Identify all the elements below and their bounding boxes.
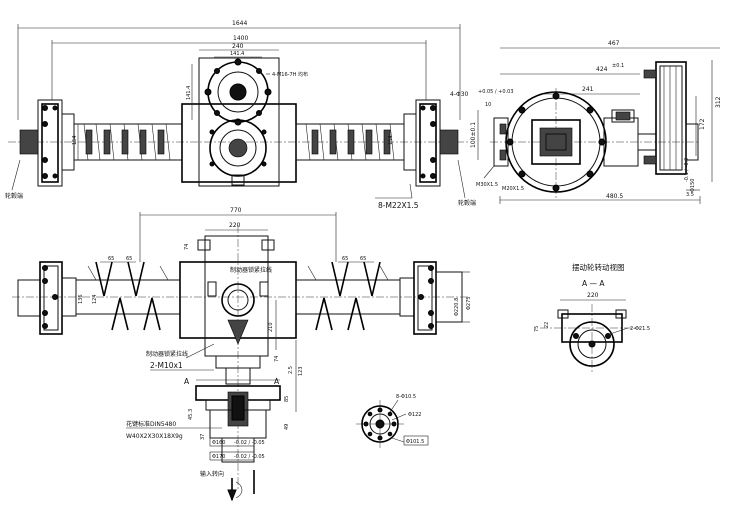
dim-side-bottom: 480.5: [606, 193, 623, 200]
bottom-view: 770 220 74 65 65 65 65 136 124: [12, 207, 472, 502]
dim-side-172: 172: [699, 118, 706, 130]
label-mark: 制动器锁紧拉线: [230, 266, 272, 274]
dim-220: 220: [229, 222, 241, 229]
dim-side-241: 241: [582, 86, 594, 93]
section-dim-22: 22: [544, 322, 550, 328]
dim-side-m30: M30X1.5: [476, 182, 498, 188]
spline-std: 花键标准DIN5480: [126, 420, 176, 428]
label-m10: 2-M10x1: [150, 361, 183, 370]
note-bolts: 8-M22X1.5: [378, 201, 419, 210]
label-a-left: A: [184, 377, 190, 386]
dim-65-b: 65: [126, 256, 132, 262]
dim-210: 210: [268, 322, 274, 332]
dim-vertical: 141.4: [186, 86, 192, 100]
label-a-right: A: [274, 377, 280, 386]
dim-65-a: 65: [108, 256, 114, 262]
box-phi-a: Φ160: [212, 440, 225, 446]
dim-side-phi-flange-tol: -0.1 / -0.2: [684, 158, 690, 182]
dim-side-hole: 4-Φ30: [450, 91, 469, 98]
section-dim-75: 75: [534, 326, 540, 332]
box-phi-a-tol: -0.02 / -0.05: [234, 440, 265, 446]
dim-65-c: 65: [342, 256, 348, 262]
dim-shaft-left: 154: [72, 135, 78, 145]
dim-center-length: 1400: [233, 35, 248, 42]
dim-770: 770: [230, 207, 242, 214]
input-label: 输入转向: [200, 470, 224, 478]
dim-136: 136: [78, 294, 84, 304]
note-thread: 4-M16-7H 均布: [272, 71, 308, 78]
dim-side-3-5: 3.5: [686, 192, 694, 198]
section-title: 摆动轮转动视图: [572, 262, 625, 272]
dim-shaft-right: 154: [388, 135, 394, 145]
dim-overall-length: 1644: [232, 20, 247, 27]
dim-85: 85: [284, 396, 290, 402]
dim-49: 49: [284, 424, 290, 430]
spline-spec: W40X2X30X18X9g: [126, 433, 183, 440]
dim-2-5: 2.5: [288, 366, 294, 374]
box-phi-b-tol: -0.02 / -0.05: [234, 454, 265, 460]
box-phi-b: Φ170: [212, 454, 225, 460]
dim-37: 37: [200, 434, 206, 440]
dim-side-top: 467: [608, 40, 620, 47]
flange-view: 8-Φ10.5 Φ122 Φ101.5: [356, 394, 429, 448]
dim-123: 123: [298, 366, 304, 376]
section-view: 摆动轮转动视图 A — A 220 75 22 2-Φ21.5: [534, 262, 650, 372]
dim-side-10: 10: [485, 102, 491, 108]
section-label: A — A: [582, 279, 605, 288]
flange-phi-101-5: Φ101.5: [406, 439, 424, 445]
dim-side-424: 424: [596, 66, 608, 73]
dim-side-424-tol: ±0.1: [612, 63, 624, 69]
dim-side-100: 100±0.1: [470, 122, 477, 148]
section-holes: 2-Φ21.5: [630, 326, 650, 332]
dim-124: 124: [92, 294, 98, 304]
flange-holes: 8-Φ10.5: [396, 394, 416, 400]
dim-45-3: 45.3: [188, 409, 194, 420]
dim-74-bottom: 74: [274, 356, 280, 362]
dim-side-hole-tol: +0.05 / +0.03: [478, 89, 514, 95]
top-view: 1644 1400 240 141.4 154: [5, 20, 476, 210]
dim-phi-220-8: Φ220.8: [454, 298, 460, 316]
dim-side-m20: M20X1.5: [502, 186, 524, 192]
dim-side-phi-flange: Φ150: [690, 179, 696, 192]
side-view: 467 424 ±0.1 241 312 172 100±0.1 4-Φ30 +…: [450, 40, 722, 204]
dim-housing-width: 240: [232, 43, 244, 50]
section-dim-220: 220: [587, 292, 599, 299]
label-hub-right: 轮毂端: [458, 199, 476, 207]
dim-65-d: 65: [360, 256, 366, 262]
dim-74-top: 74: [184, 244, 190, 250]
dim-side-312: 312: [715, 96, 722, 108]
flange-phi-122: Φ122: [408, 412, 421, 418]
dim-phi-275: Φ275: [466, 297, 472, 310]
dim-inner-width: 141.4: [230, 51, 244, 57]
label-hub-left: 轮毂端: [5, 192, 23, 200]
label-drain: 制动器锁紧拉线: [146, 350, 188, 358]
